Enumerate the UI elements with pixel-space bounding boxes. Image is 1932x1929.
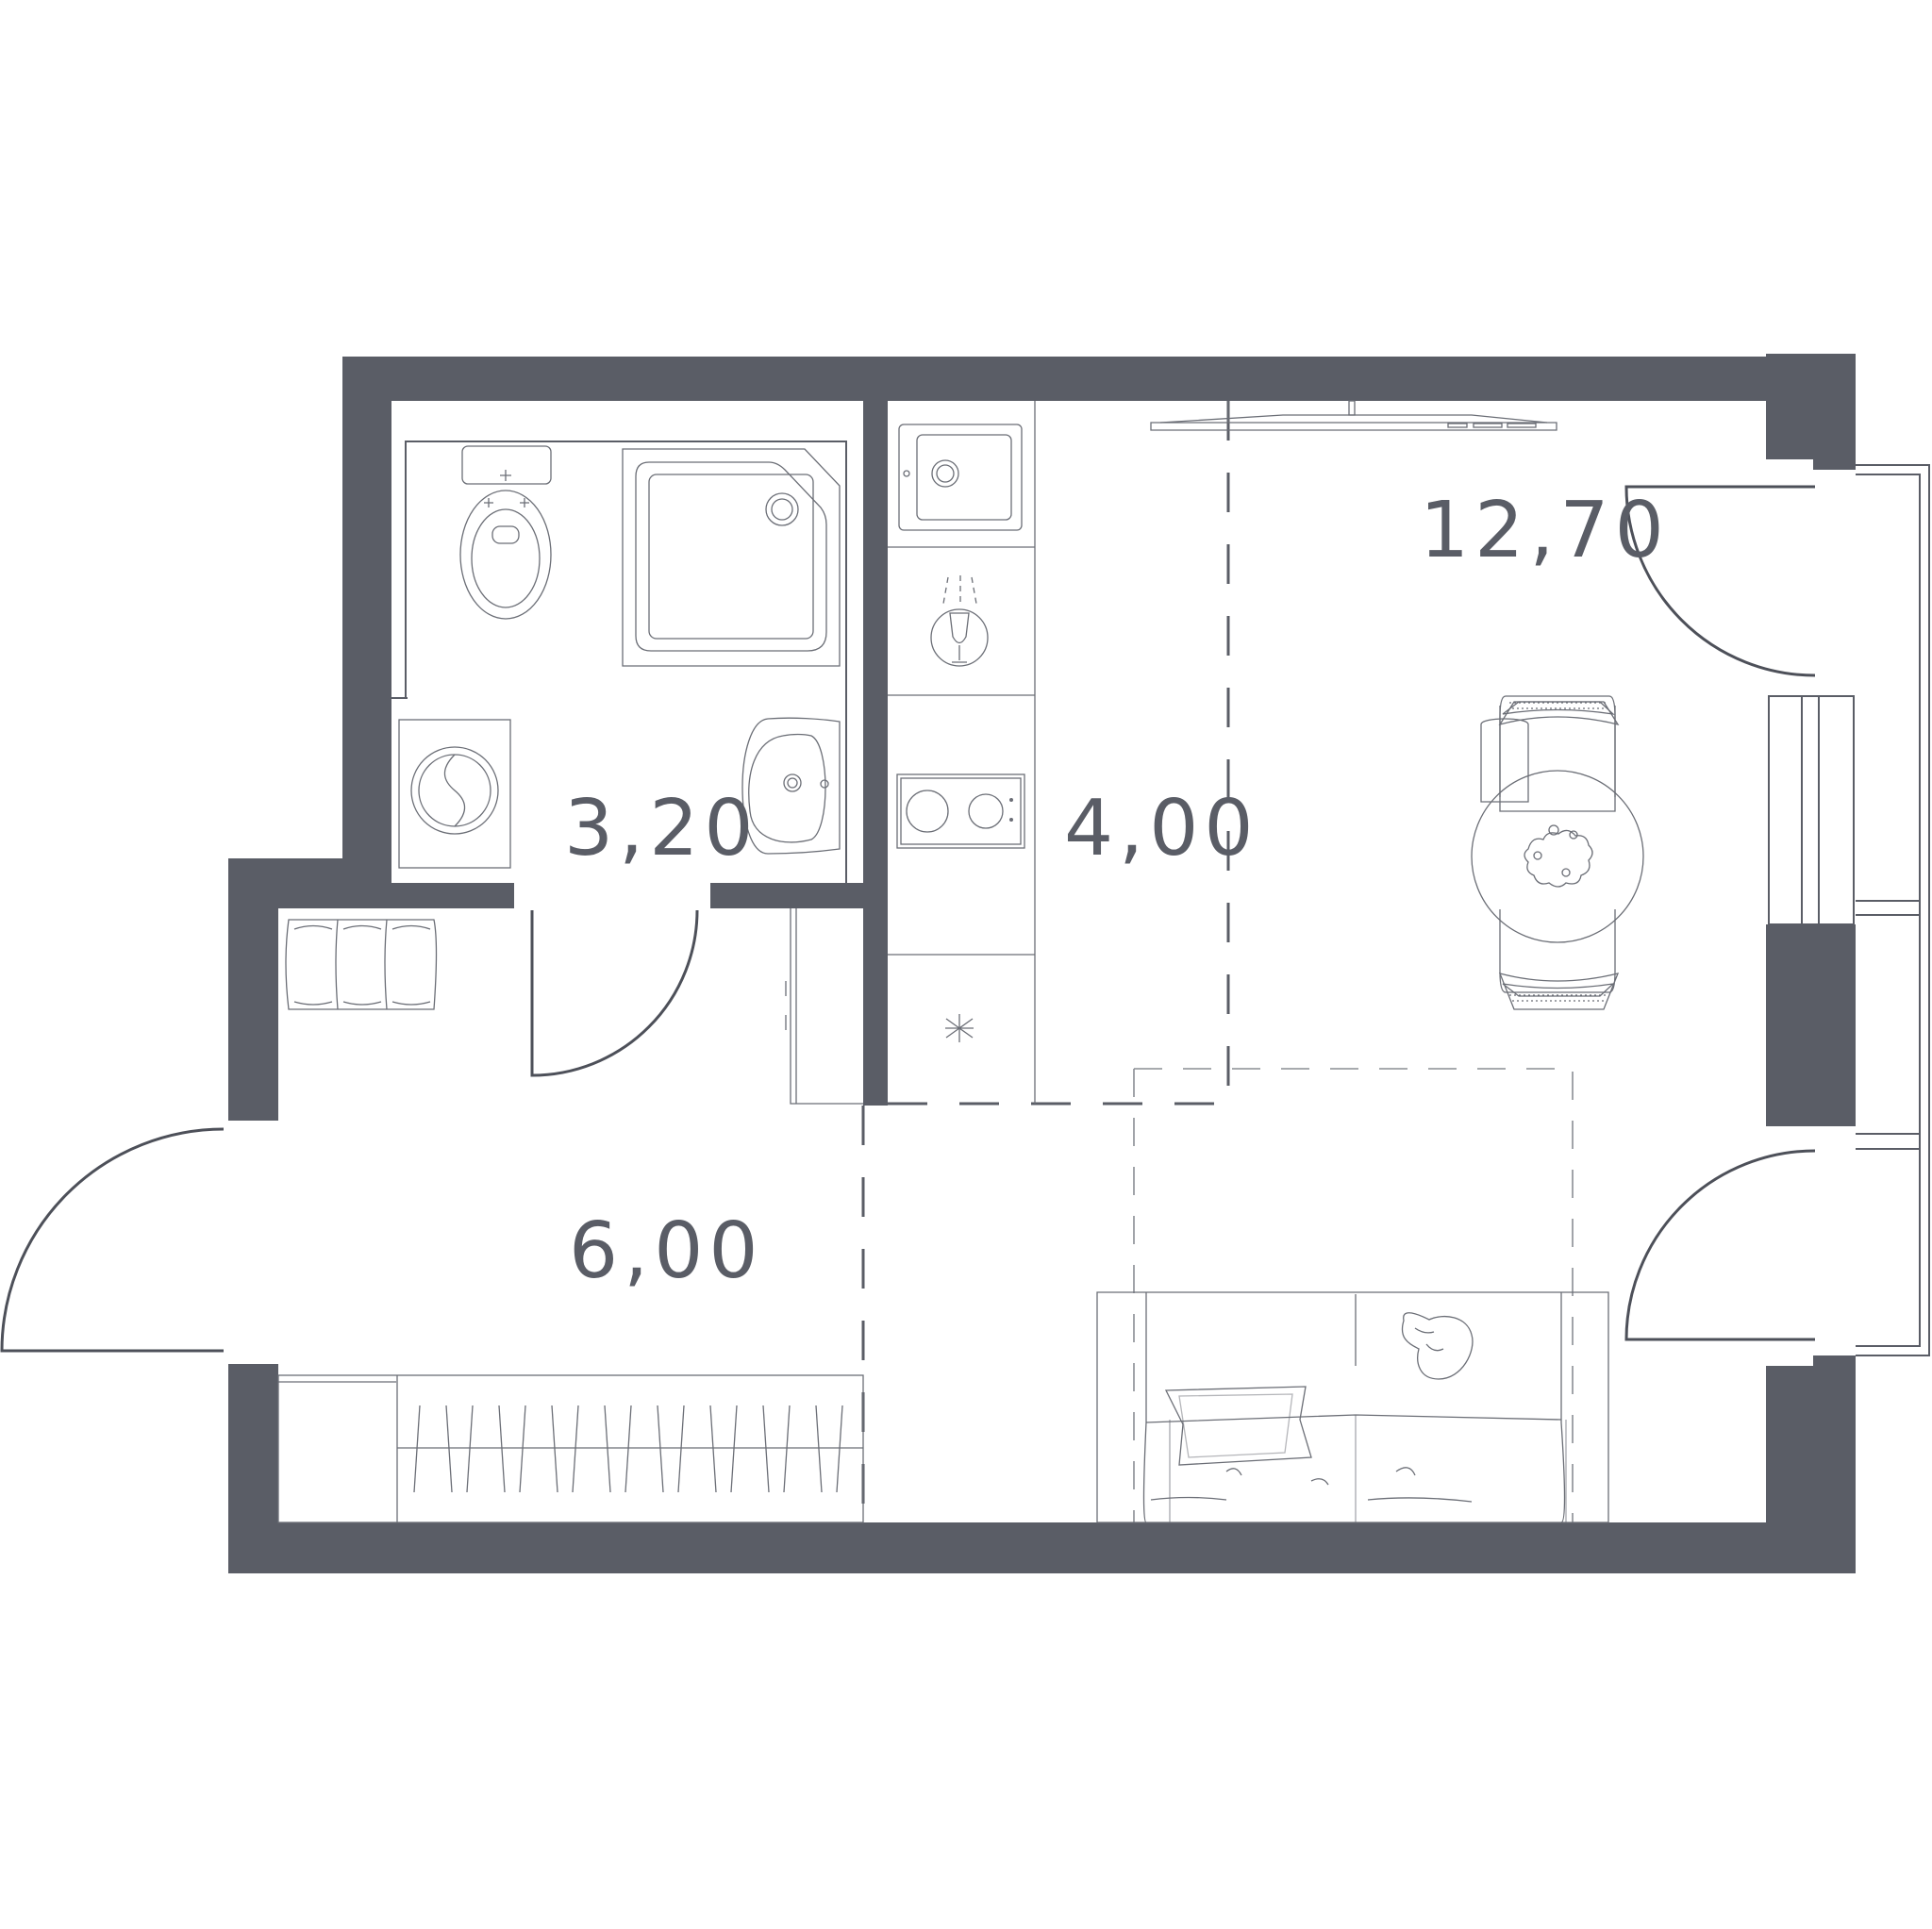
hanger-line — [762, 1405, 770, 1493]
zone-lines — [861, 401, 1574, 1522]
hanger-line — [572, 1405, 579, 1493]
windows — [1768, 464, 1930, 1356]
doors — [0, 485, 1816, 1353]
hanger-line — [519, 1405, 526, 1493]
fridge-icon — [945, 1014, 974, 1042]
balcony-door-bottom — [1624, 1149, 1816, 1341]
pouf-icon — [285, 919, 438, 1010]
hanger-line — [551, 1405, 558, 1493]
hanger-line — [836, 1405, 843, 1493]
hanger-line — [657, 1405, 664, 1493]
wine-glass-icon — [930, 575, 989, 667]
wardrobe-icon — [277, 1374, 864, 1523]
washing-machine-icon — [398, 719, 511, 869]
area-label-hallway: 6,00 — [569, 1206, 764, 1296]
bathroom-door — [530, 909, 699, 1077]
shoe-cabinet-icon — [785, 908, 863, 1105]
hanger-line — [445, 1405, 453, 1493]
hanger-line — [815, 1405, 823, 1493]
kitchen-sink-icon — [898, 424, 1023, 531]
hanger-line — [604, 1405, 611, 1493]
hanger-line — [498, 1405, 506, 1493]
toilet-icon — [459, 445, 552, 620]
hob-icon — [896, 773, 1025, 849]
washbasin-icon — [741, 717, 841, 855]
tv-icon — [1150, 400, 1557, 431]
sofa-icon — [1096, 1291, 1609, 1523]
hanger-line — [730, 1405, 738, 1493]
hanger-line — [709, 1405, 717, 1493]
walls — [228, 354, 1856, 1573]
area-label-kitchen: 4,00 — [1064, 784, 1259, 873]
shower-icon — [622, 448, 841, 667]
hanger-line — [783, 1405, 791, 1493]
hanger-line — [466, 1405, 474, 1493]
dining-table-icon — [1471, 695, 1644, 1010]
hanger-line — [677, 1405, 685, 1493]
balcony-door-top — [1624, 485, 1816, 677]
entrance-door — [0, 1127, 225, 1353]
hanger-line — [413, 1405, 421, 1493]
kitchen-unit — [888, 401, 1036, 1104]
area-label-bathroom: 3,20 — [564, 784, 759, 873]
hanger-line — [625, 1405, 632, 1493]
area-label-living: 12,70 — [1420, 486, 1670, 575]
